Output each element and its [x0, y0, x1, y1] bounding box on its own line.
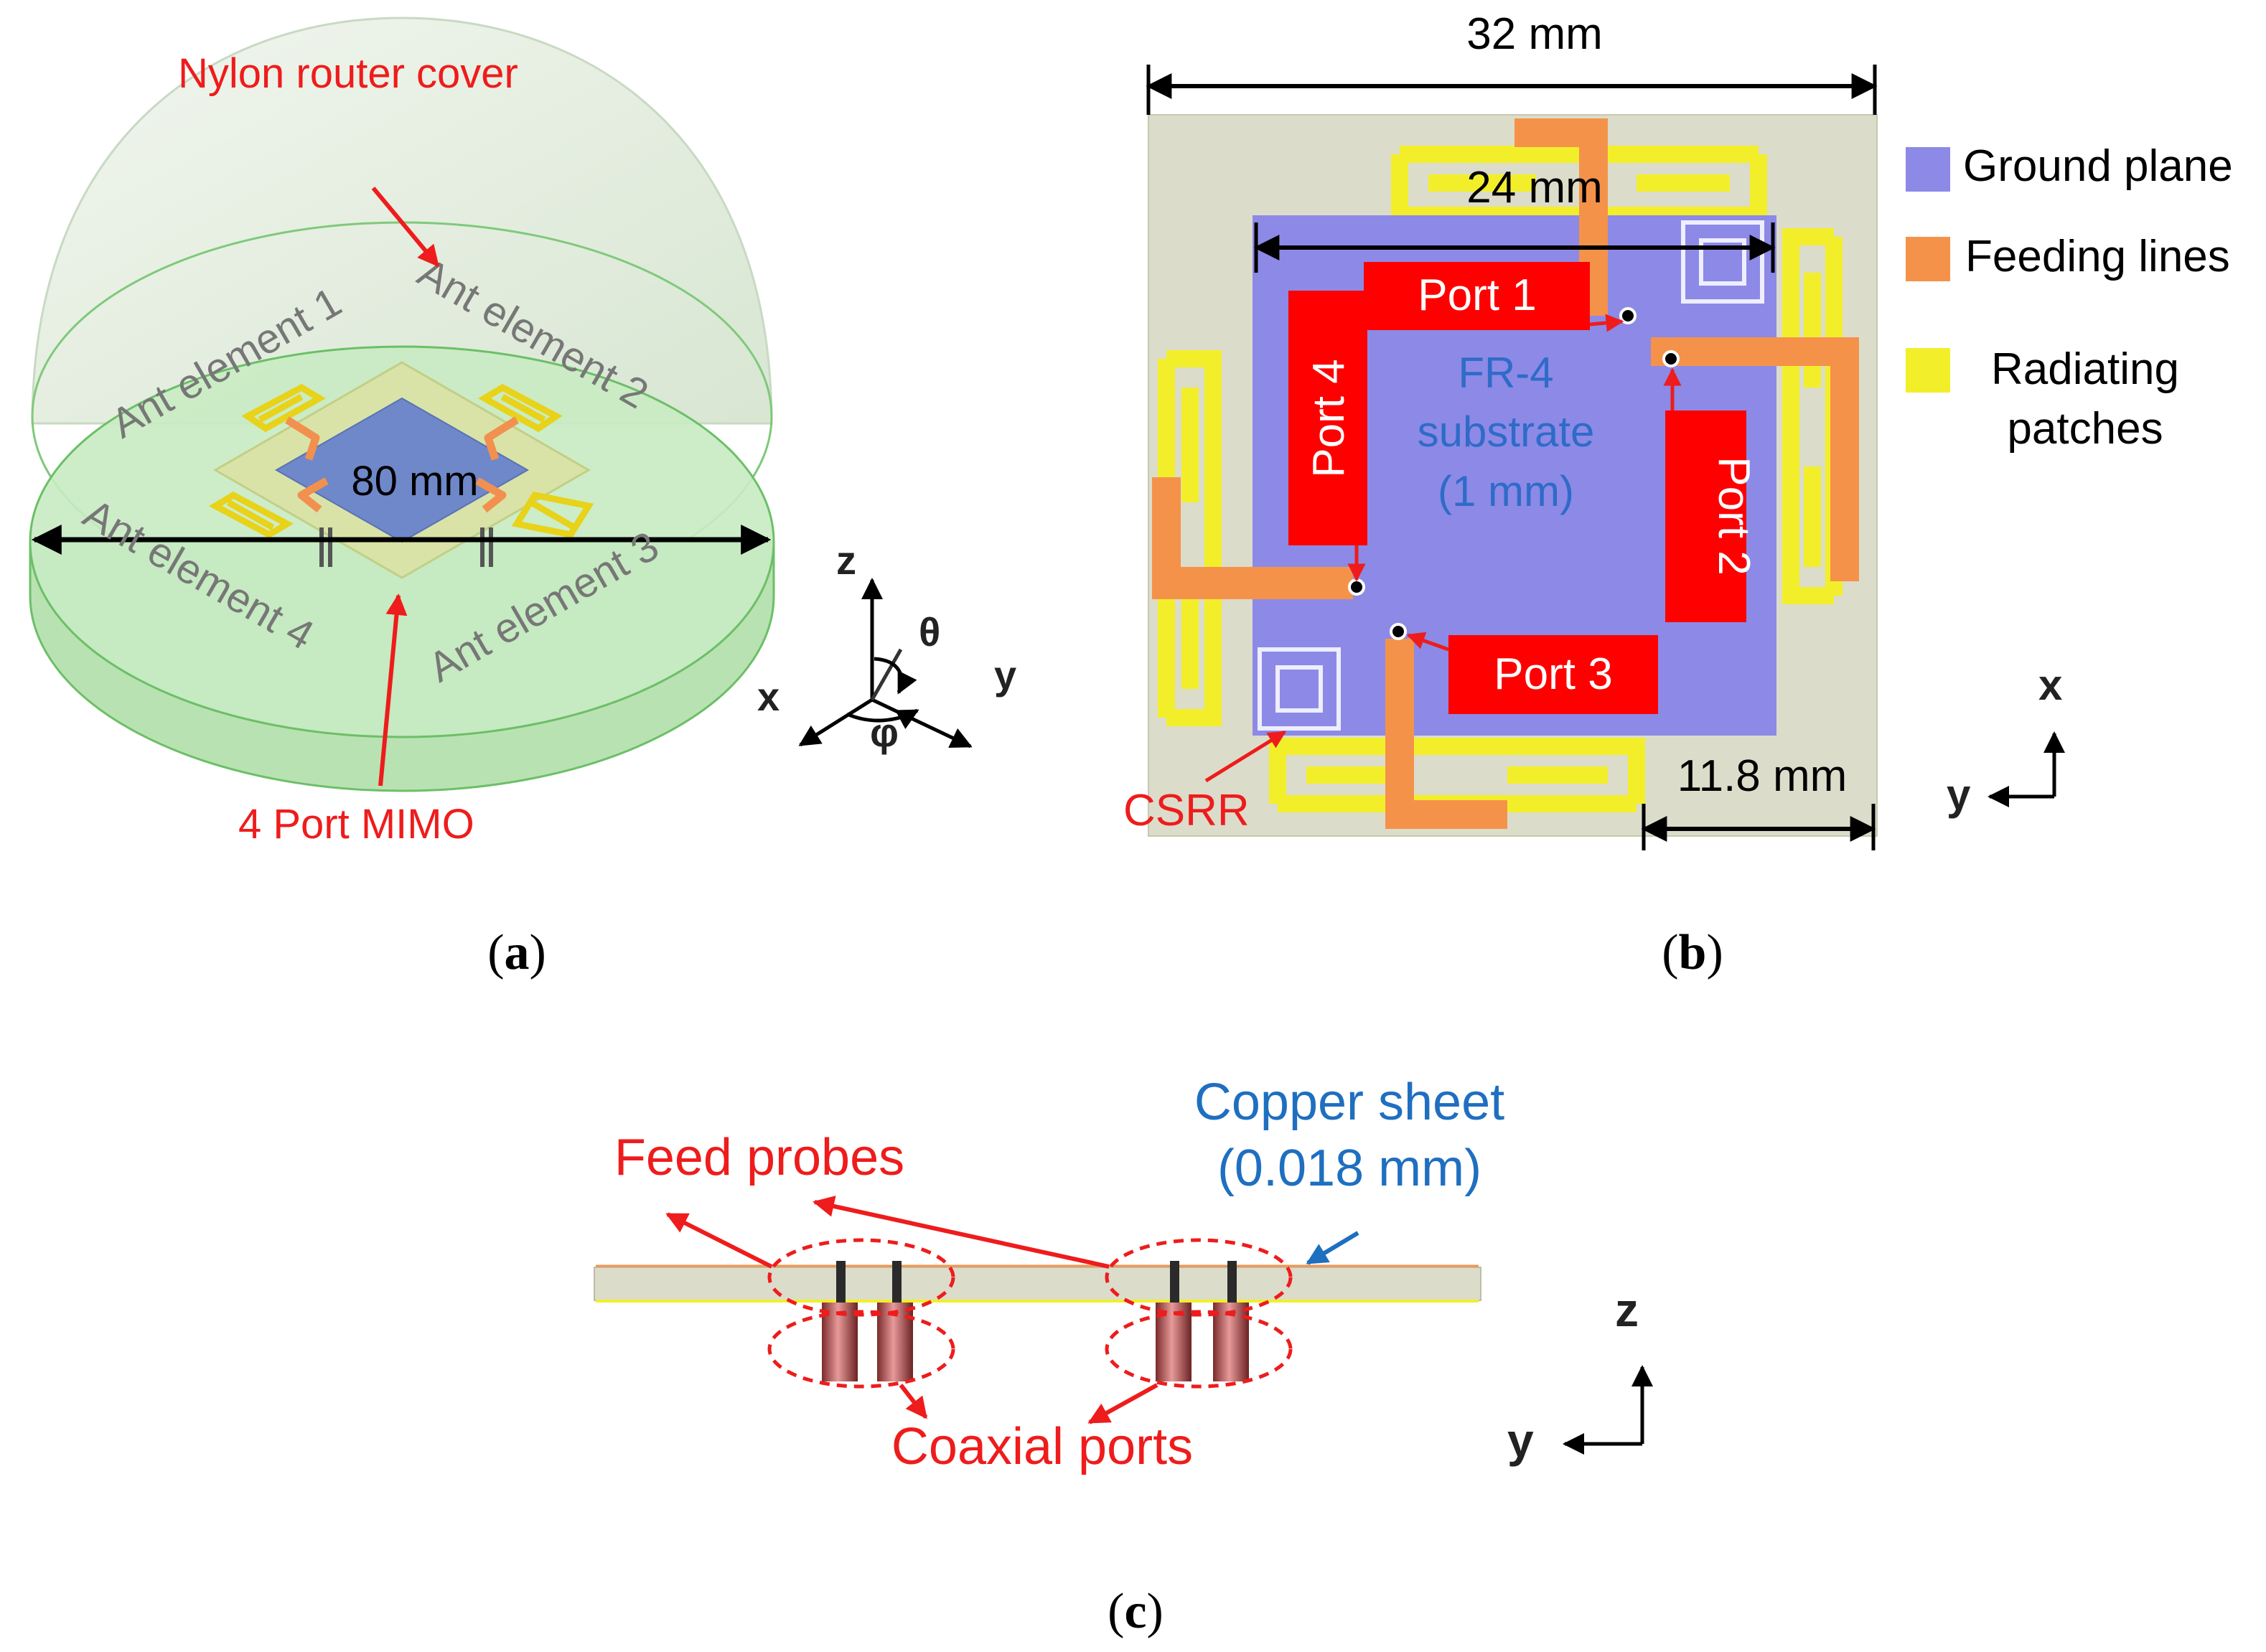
dimension-32mm-label: 32 mm	[1466, 9, 1602, 59]
panel-b-axis-y: y	[1947, 771, 1971, 819]
feed-probes-pointer-left	[665, 1212, 773, 1269]
legend-label-radiating-1: Radiating	[1991, 344, 2179, 394]
port-2-box	[1665, 410, 1746, 622]
port-1-pointer	[1589, 314, 1624, 332]
mimo-label: 4 Port MIMO	[238, 801, 474, 848]
port-3-pointer	[1406, 632, 1449, 652]
panel-c-axes	[1563, 1365, 1653, 1455]
feed-via-dots	[1348, 307, 1680, 640]
panel-b-top-view: Port 1 Port 2 Port 3 Port 4 FR-4 substra…	[1123, 9, 2233, 980]
panel-b-axes	[1988, 731, 2065, 807]
coaxial-ports-pointer-left	[899, 1384, 928, 1419]
legend-label-ground: Ground plane	[1963, 141, 2233, 191]
panel-a-3d-view: 80 mm Ant element 1 Ant element 2 Ant el…	[29, 17, 1016, 980]
panel-c-caption: (c)	[1108, 1584, 1164, 1639]
side-highlight-ellipses	[767, 1238, 1293, 1389]
dimension-24mm-label: 24 mm	[1466, 163, 1602, 212]
panel-c-side-view: Copper sheet (0.018 mm) Feed probes Coax…	[594, 1074, 1653, 1639]
port-3-label: Port 3	[1494, 649, 1612, 699]
substrate-label-line2: substrate	[1418, 408, 1595, 456]
substrate-label-line1: FR-4	[1458, 349, 1553, 397]
side-substrate	[594, 1267, 1481, 1301]
coaxial-ports-pointer-right	[1087, 1383, 1158, 1425]
port-4-label: Port 4	[1304, 359, 1354, 477]
ant-element-2-patch	[478, 383, 563, 433]
csrr-bottom-left	[1258, 647, 1341, 731]
panel-b-caption: (b)	[1662, 925, 1723, 980]
side-coaxial-ports	[822, 1303, 1249, 1381]
legend-label-feeding: Feeding lines	[1965, 232, 2230, 281]
dimension-80mm-label: 80 mm	[351, 458, 478, 504]
feed-lines-3d	[285, 416, 519, 513]
feed-probes-pointer-right	[813, 1196, 1110, 1269]
mimo-pointer	[378, 593, 408, 787]
panel-b-axis-x: x	[2038, 661, 2062, 709]
copper-sheet-label-2: (0.018 mm)	[1217, 1140, 1481, 1197]
panel-a-axes	[798, 578, 973, 748]
port-1-label: Port 1	[1418, 271, 1536, 320]
nylon-cover-label: Nylon router cover	[178, 50, 518, 97]
panel-a-axis-x: x	[757, 674, 779, 719]
substrate-label-line3: (1 mm)	[1438, 467, 1574, 515]
legend-swatch-feeding	[1906, 237, 1950, 281]
legend-label-radiating-2: patches	[2007, 404, 2163, 454]
feed-probes-label: Feed probes	[614, 1129, 904, 1186]
port-2-label: Port 2	[1709, 456, 1759, 575]
port-1-box	[1364, 262, 1590, 330]
legend: Ground plane Feeding lines Radiating pat…	[1906, 141, 2233, 454]
port-4-box	[1288, 291, 1367, 545]
port-3-box	[1448, 635, 1658, 714]
side-feed-probes	[836, 1261, 1237, 1304]
nylon-cover-pointer	[371, 187, 440, 268]
panel-c-axis-z: z	[1615, 1283, 1639, 1336]
dimension-11_8mm-label: 11.8 mm	[1677, 751, 1848, 801]
coaxial-ports-label: Coaxial ports	[891, 1418, 1193, 1475]
copper-sheet-pointer	[1306, 1231, 1359, 1265]
panel-c-axis-y: y	[1507, 1414, 1534, 1467]
legend-swatch-radiating	[1906, 348, 1950, 393]
panel-a-caption: (a)	[487, 925, 546, 980]
panel-a-axis-z: z	[836, 538, 856, 583]
panel-a-phi: φ	[870, 710, 899, 755]
csrr-label: CSRR	[1123, 786, 1250, 835]
legend-swatch-ground	[1906, 147, 1950, 192]
copper-sheet-label-1: Copper sheet	[1194, 1074, 1504, 1131]
panel-a-axis-y: y	[994, 652, 1016, 698]
csrr-pointer	[1204, 730, 1287, 783]
panel-a-theta: θ	[919, 609, 940, 654]
ant-element-1-patch	[241, 383, 326, 433]
